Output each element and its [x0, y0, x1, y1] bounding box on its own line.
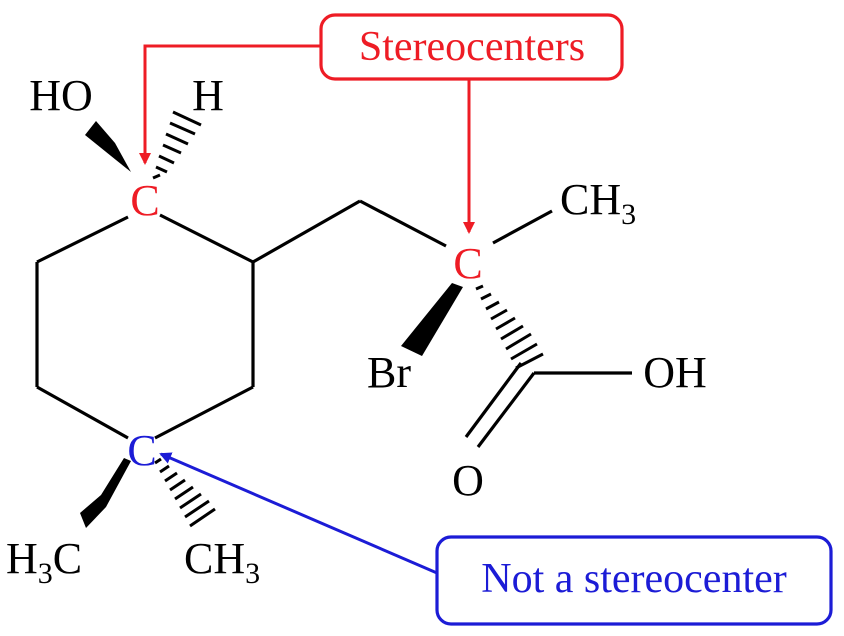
wedge-bromine	[401, 283, 463, 356]
bond-c2-ch2	[252, 199, 361, 264]
bond-c1-c6	[36, 215, 129, 264]
hash-hydrogen	[152, 110, 202, 180]
wedge-hydroxyl	[85, 121, 131, 172]
arrow-to-ring-stereocenter	[139, 44, 321, 165]
side-stereocenter-carbon: C	[453, 239, 482, 288]
ring-bonds	[35, 199, 632, 448]
quaternary-carbon: C	[127, 426, 156, 475]
hash-carboxyl	[475, 284, 544, 370]
hash-methyl-right	[154, 457, 216, 528]
bromine-label: Br	[367, 348, 411, 397]
carbonyl-oxygen-label: O	[452, 456, 484, 505]
arrow-to-non-stereocenter	[159, 452, 438, 575]
bond-c4-c3	[154, 385, 254, 440]
stereocenters-label: Stereocenters	[359, 24, 585, 70]
bond-carbonyl-a	[476, 372, 536, 448]
wedge-methyl-left	[80, 458, 131, 528]
bond-ch2-stereo	[359, 199, 447, 248]
not-stereocenter-label: Not a stereocenter	[481, 556, 787, 602]
bond-carbonyl-b	[464, 362, 523, 438]
bond-stereo-methyl	[492, 209, 553, 245]
bond-c5-c4	[36, 385, 129, 440]
methyl-side-label: CH3	[560, 175, 636, 231]
not-stereocenter-callout-box	[435, 535, 833, 626]
hydrogen-label: H	[192, 71, 224, 120]
methyl-left-label: H3C	[6, 534, 82, 590]
methyl-right-label: CH3	[184, 534, 260, 590]
hydroxyl-label: HO	[29, 71, 93, 120]
acid-oh-label: OH	[643, 348, 707, 397]
ring-stereocenter-carbon: C	[130, 176, 159, 225]
bond-c2-c1	[159, 213, 254, 264]
